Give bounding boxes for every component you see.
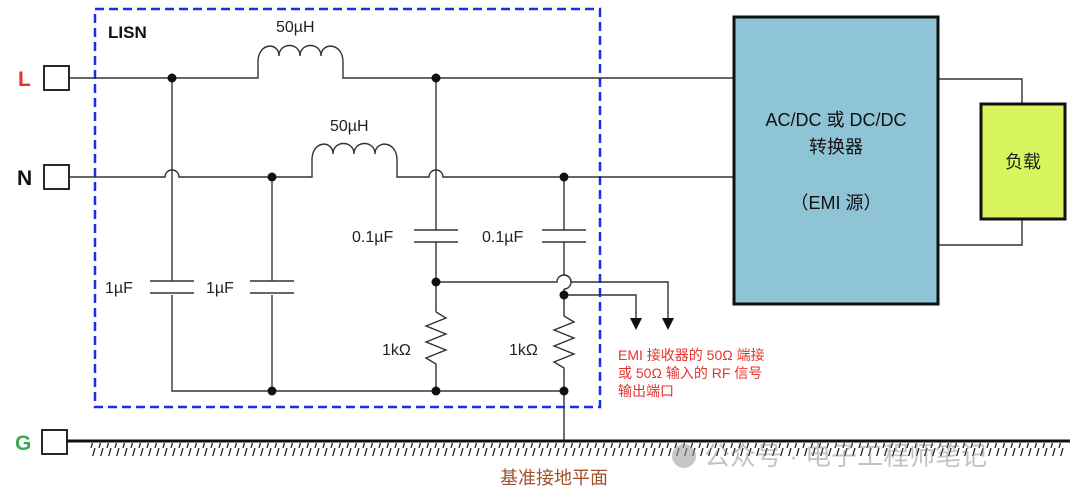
lisn-boundary xyxy=(93,7,602,409)
load-block xyxy=(979,102,1067,221)
lisn-title: LISN xyxy=(108,23,147,42)
terminal-line xyxy=(43,65,70,91)
cap-line-shunt-label: 1µF xyxy=(105,280,133,297)
line-wire xyxy=(70,62,733,79)
terminal-ground-label: G xyxy=(15,432,31,455)
res-line-label: 1kΩ xyxy=(382,342,411,359)
converter-title: AC/DC 或 DC/DC xyxy=(765,110,906,130)
receiver-note-line1: EMI 接收器的 50Ω 端接 xyxy=(618,347,765,363)
receiver-note-line2: 或 50Ω 输入的 RF 信号 xyxy=(618,365,762,381)
inductor-line-symbol xyxy=(257,44,344,63)
resistor-line-symbol xyxy=(424,311,448,391)
cap-line-coupling-label: 0.1µF xyxy=(352,229,393,246)
load-label: 负载 xyxy=(1005,152,1041,172)
junction-dots xyxy=(167,73,569,396)
converter-subtitle: 转换器 xyxy=(809,137,863,157)
inductor-neutral-label: 50µH xyxy=(330,118,369,135)
converter-block xyxy=(732,15,940,306)
terminal-ground xyxy=(41,429,68,455)
terminal-neutral-label: N xyxy=(17,167,32,190)
cap-neutral-coupling-label: 0.1µF xyxy=(482,229,523,246)
terminal-neutral xyxy=(43,164,70,190)
neutral-wire xyxy=(70,160,733,178)
wechat-icon xyxy=(672,444,696,468)
ground-plane-label: 基准接地平面 xyxy=(500,468,608,489)
output-arrow-icon xyxy=(630,318,642,330)
inductor-neutral-symbol xyxy=(311,142,398,161)
converter-emi-source: （EMI 源） xyxy=(790,193,881,213)
res-neutral-label: 1kΩ xyxy=(509,342,538,359)
receiver-note-line3: 输出端口 xyxy=(618,383,674,399)
resistor-neutral-symbol xyxy=(552,315,576,441)
terminal-line-label: L xyxy=(18,68,31,91)
output-arrow-icon xyxy=(662,318,674,330)
inductor-line-label: 50µH xyxy=(276,19,315,36)
cap-neutral-shunt-label: 1µF xyxy=(206,280,234,297)
watermark: 公众号 · 电子工程师笔记 xyxy=(704,441,987,471)
